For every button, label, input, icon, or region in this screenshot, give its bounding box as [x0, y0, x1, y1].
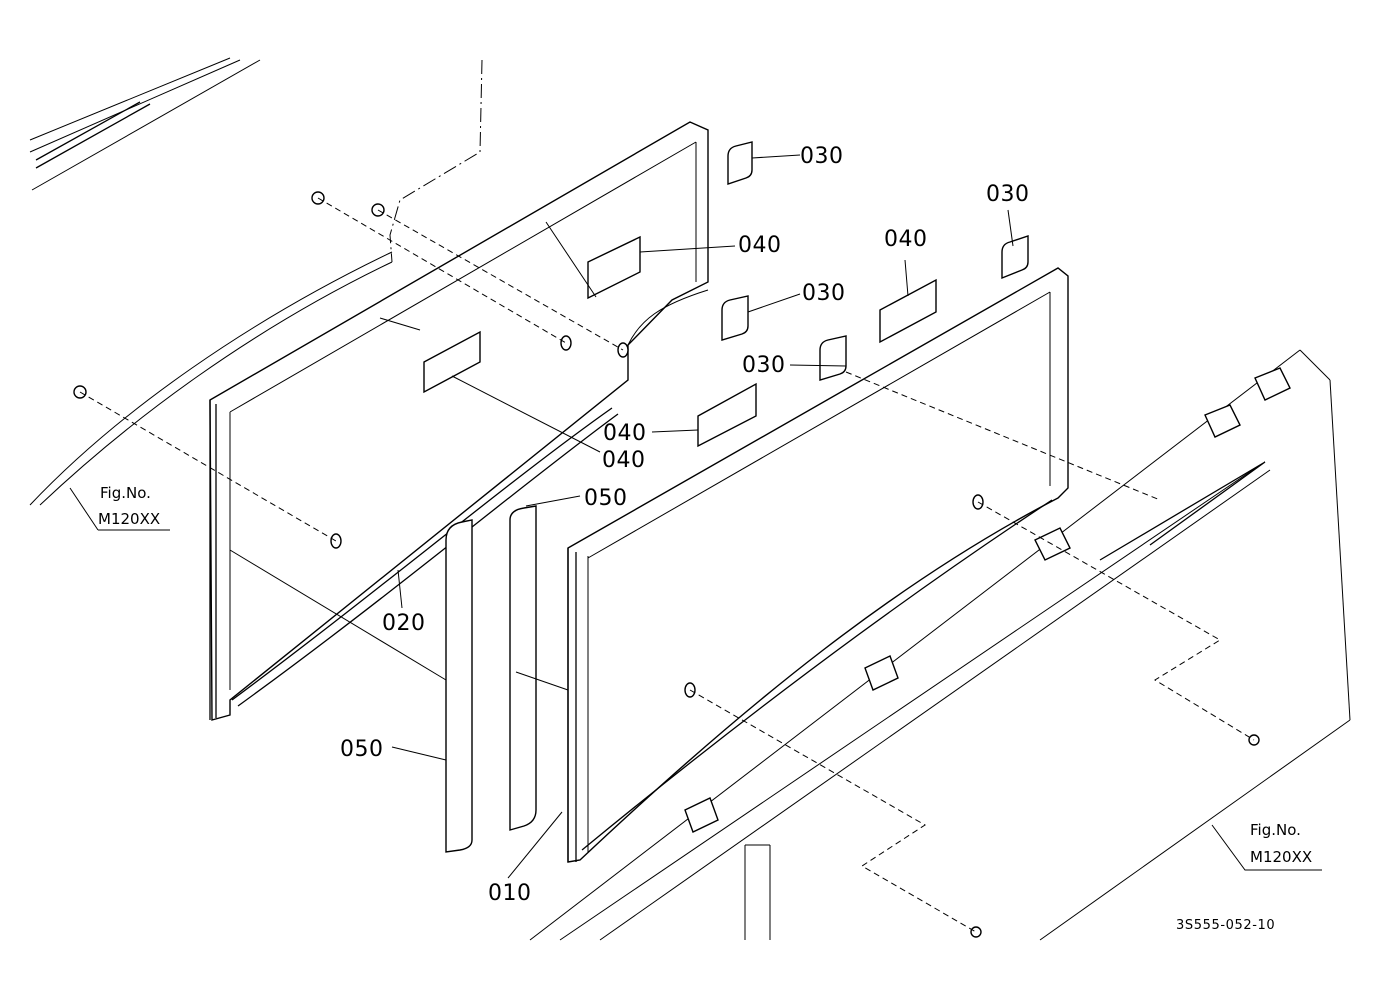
seal-strip-050-right — [509, 505, 537, 831]
drawing-number: 3S555-052-10 — [1176, 918, 1275, 933]
callout-050-b: 050 — [340, 737, 384, 762]
label-040-b — [423, 330, 481, 394]
figure-ref-left-line2: M120XX — [98, 510, 160, 528]
callout-040-d: 040 — [602, 448, 646, 473]
decal-labels — [423, 235, 937, 448]
pad-030-b — [721, 295, 749, 341]
leader-lines — [69, 154, 1322, 879]
callout-050-a: 050 — [584, 486, 628, 511]
seal-strips — [445, 505, 537, 853]
pad-030-a — [727, 141, 753, 185]
figure-ref-right-line2: M120XX — [1250, 848, 1312, 866]
figure-ref-right-line1: Fig.No. — [1250, 821, 1301, 839]
pads — [721, 141, 1029, 381]
label-040-d — [697, 382, 757, 448]
fasteners — [73, 191, 1260, 938]
pad-030-c — [1001, 235, 1029, 280]
callout-030-c: 030 — [986, 182, 1030, 207]
callout-040-a: 040 — [738, 233, 782, 258]
cab-roof-edge-left — [29, 57, 483, 506]
glass-panel-010 — [567, 267, 1069, 863]
figure-ref-left-line1: Fig.No. — [100, 484, 151, 502]
label-040-c — [879, 278, 937, 344]
figure-ref-left: Fig.No. M120XX — [98, 484, 160, 528]
seal-strip-050-left — [445, 519, 473, 853]
callout-040-c: 040 — [603, 421, 647, 446]
callout-030-a: 030 — [800, 144, 844, 169]
pad-030-d — [819, 335, 847, 381]
callout-020: 020 — [382, 611, 426, 636]
callout-010: 010 — [488, 881, 532, 906]
callout-030-b: 030 — [802, 281, 846, 306]
callout-030-d: 030 — [742, 353, 786, 378]
label-040-a — [587, 235, 641, 300]
figure-ref-right: Fig.No. M120XX — [1250, 821, 1312, 866]
callout-040-b: 040 — [884, 227, 928, 252]
